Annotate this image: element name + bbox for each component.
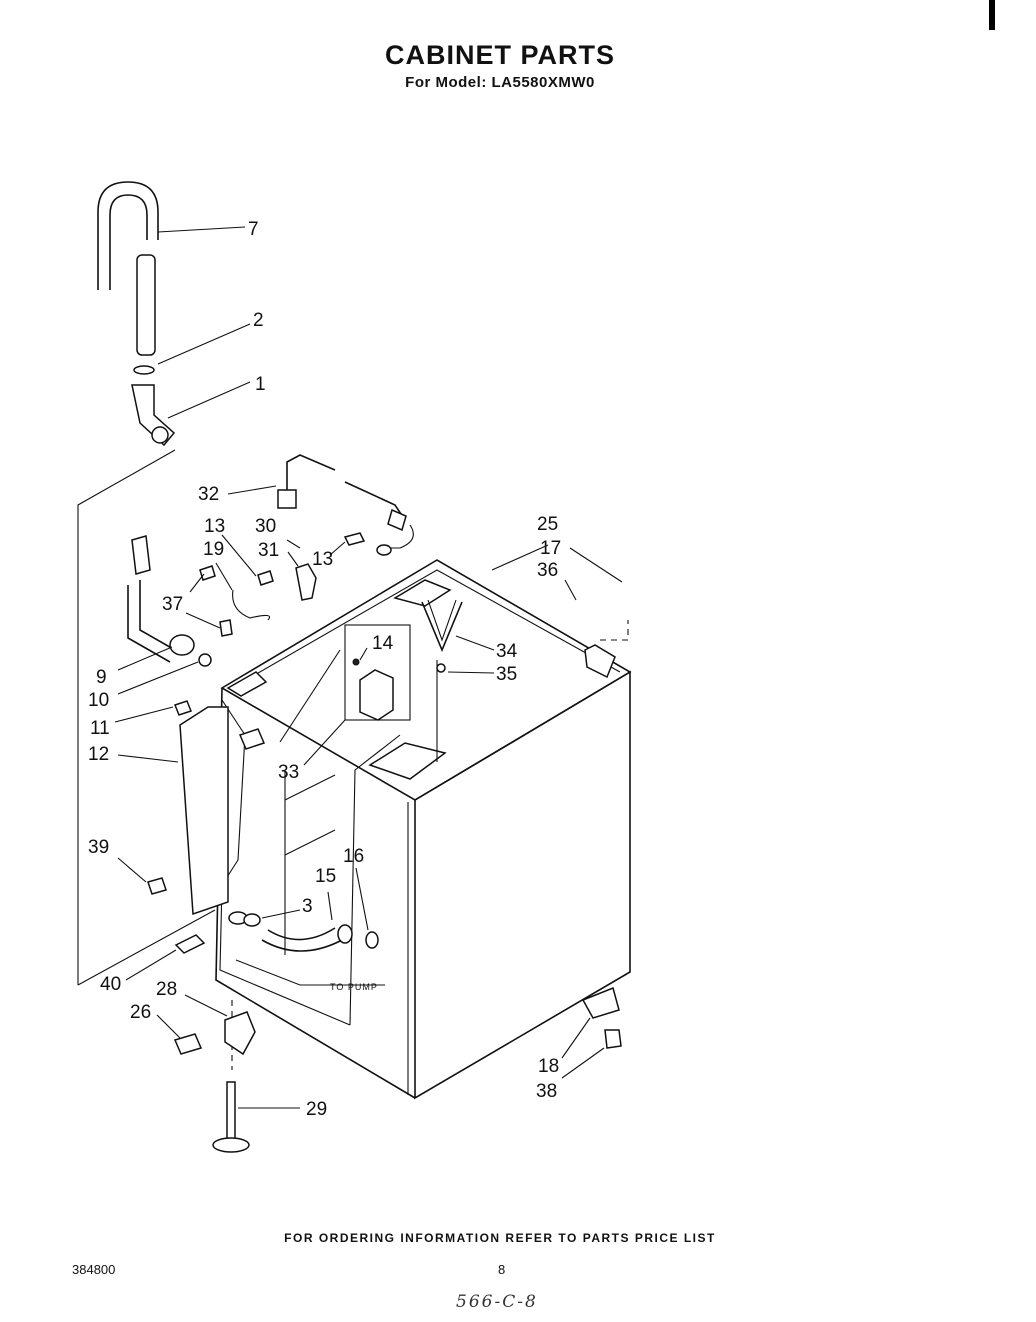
callout-37: 37 xyxy=(162,594,183,615)
leveling-parts xyxy=(173,986,622,1153)
handwritten-note: 566-C-8 xyxy=(456,1292,538,1312)
callout-25: 25 xyxy=(537,514,558,535)
callout-12: 12 xyxy=(88,744,109,765)
callout-29: 29 xyxy=(306,1099,327,1120)
callout-9: 9 xyxy=(96,667,107,688)
callout-19: 19 xyxy=(203,539,224,560)
side-panel-12 xyxy=(179,706,229,916)
inner-parts xyxy=(228,624,411,952)
callout-33: 33 xyxy=(278,762,299,783)
leader-lines xyxy=(114,226,623,1109)
callout-7: 7 xyxy=(248,219,259,240)
callout-11: 11 xyxy=(90,718,110,739)
model-subtitle: For Model: LA5580XMW0 xyxy=(405,74,595,91)
document-number: 384800 xyxy=(72,1262,116,1277)
to-pump-label: TO PUMP xyxy=(330,982,378,992)
callout-31: 31 xyxy=(258,540,279,561)
callout-14: 14 xyxy=(372,633,394,654)
callout-3: 3 xyxy=(302,896,313,917)
callout-32: 32 xyxy=(198,484,219,505)
callout-15: 15 xyxy=(315,866,336,887)
callout-numbers: 7 2 1 32 30 31 13 13 19 37 9 10 11 12 39… xyxy=(88,219,561,1120)
callout-13b: 13 xyxy=(312,549,333,570)
water-level-switch-14 xyxy=(359,669,394,721)
callout-40: 40 xyxy=(100,974,121,995)
ordering-note: FOR ORDERING INFORMATION REFER TO PARTS … xyxy=(284,1231,716,1245)
callout-2: 2 xyxy=(253,310,264,331)
callout-17: 17 xyxy=(540,538,561,559)
callout-16: 16 xyxy=(343,846,364,867)
page-edge-mark xyxy=(989,0,995,30)
callout-26: 26 xyxy=(130,1002,151,1023)
hose-clamp xyxy=(133,365,155,375)
standpipe-hose xyxy=(136,254,156,356)
callout-38: 38 xyxy=(536,1081,557,1102)
callout-35: 35 xyxy=(496,664,517,685)
callout-36: 36 xyxy=(537,560,558,581)
screw-13b xyxy=(343,532,366,546)
page-title: CABINET PARTS xyxy=(384,40,615,70)
callout-18: 18 xyxy=(538,1056,559,1077)
page-number: 8 xyxy=(498,1262,506,1277)
left-side-parts xyxy=(127,535,274,954)
drain-hose-assembly xyxy=(97,181,176,447)
callout-30: 30 xyxy=(255,516,276,537)
cabinet-body xyxy=(215,559,632,1100)
callout-10: 10 xyxy=(88,690,109,711)
bracket-31 xyxy=(295,563,317,601)
callout-1: 1 xyxy=(255,374,266,395)
callout-13a: 13 xyxy=(204,516,225,537)
callout-39: 39 xyxy=(88,837,109,858)
inlet-hose-group xyxy=(277,454,414,601)
callout-28: 28 xyxy=(156,979,177,1000)
callout-34: 34 xyxy=(496,641,518,662)
